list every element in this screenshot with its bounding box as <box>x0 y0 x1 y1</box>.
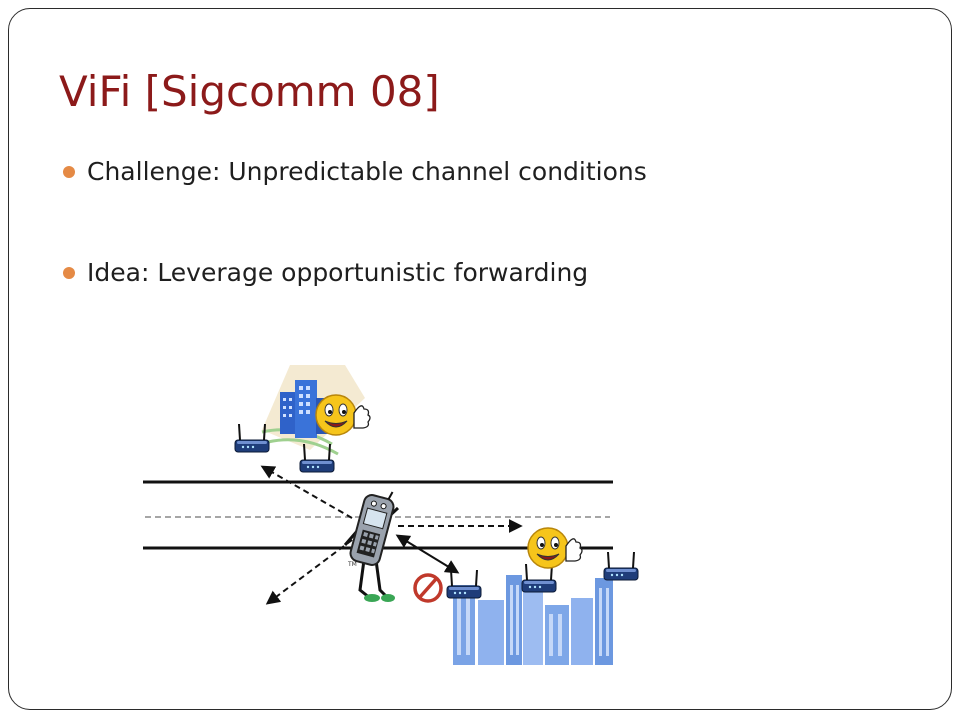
bullet-text: Challenge: Unpredictable channel conditi… <box>87 157 647 186</box>
no-entry-icon <box>413 573 443 603</box>
bullet-dot-icon <box>63 267 75 279</box>
arrow-to-upper-router <box>260 465 353 519</box>
city-skyline-icon <box>453 575 613 665</box>
bullet-item-idea: Idea: Leverage opportunistic forwarding <box>61 255 647 291</box>
building-windows <box>283 386 310 417</box>
bullet-text: Idea: Leverage opportunistic forwarding <box>87 258 589 287</box>
bullet-dot-icon <box>63 166 75 178</box>
wireless-router-icon <box>299 443 335 473</box>
slide-title: ViFi [Sigcomm 08] <box>59 67 440 116</box>
smiley-thumbs-up-icon <box>315 394 371 436</box>
wireless-router-icon <box>234 423 270 453</box>
bullet-item-challenge: Challenge: Unpredictable channel conditi… <box>61 154 647 190</box>
arrow-to-blocked-router <box>395 534 460 574</box>
smiley-thumbs-up-icon <box>527 527 583 569</box>
arrow-to-empty-space <box>265 539 353 605</box>
wireless-router-icon <box>603 551 639 581</box>
bullet-list: Challenge: Unpredictable channel conditi… <box>61 154 647 291</box>
wireless-router-icon <box>446 569 482 599</box>
tm-mark: TM <box>347 561 357 568</box>
phone-mascot-icon: TM <box>343 491 400 602</box>
transmission-arrows <box>260 465 523 605</box>
